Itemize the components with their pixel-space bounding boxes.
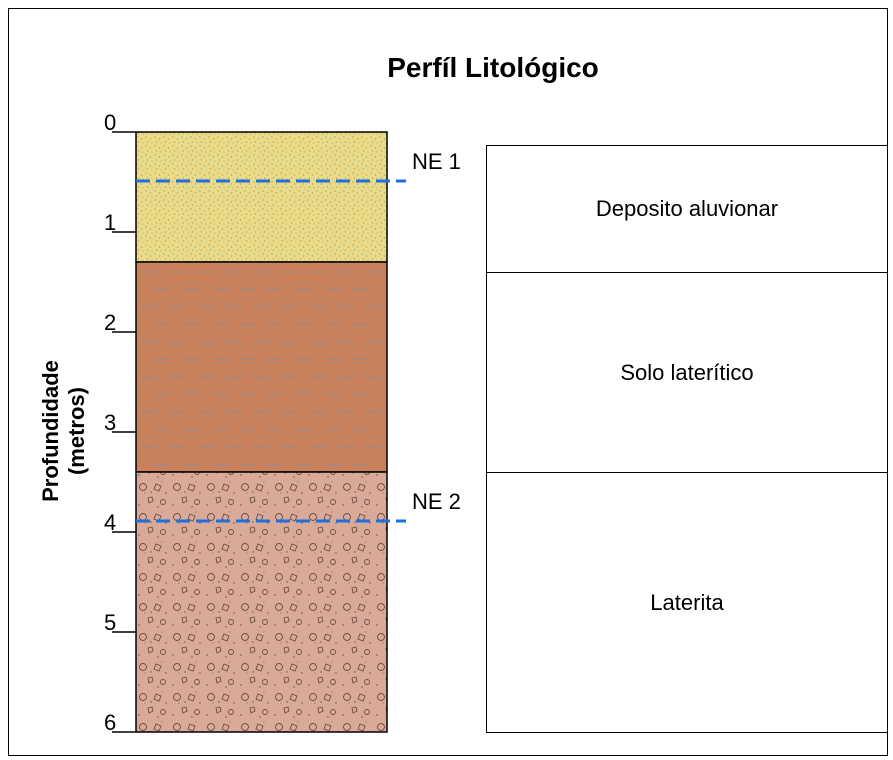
depth-tick-label: 5	[104, 610, 117, 635]
layer-1-fill	[135, 131, 388, 263]
layer-2-fill	[135, 261, 388, 473]
depth-tick-label: 6	[104, 710, 117, 735]
figure-title: Perfíl Litológico	[387, 52, 599, 83]
water-level-label-2: NE 2	[412, 489, 461, 514]
legend-cell-2: Solo laterítico	[486, 272, 888, 473]
depth-tick-label: 0	[104, 110, 117, 135]
legend-cell-3: Laterita	[486, 472, 888, 733]
depth-tick-label: 1	[104, 210, 117, 235]
legend-cell-1: Deposito aluvionar	[486, 145, 888, 273]
depth-tick-label: 4	[104, 510, 117, 535]
water-level-label-1: NE 1	[412, 149, 461, 174]
depth-tick-label: 2	[104, 310, 117, 335]
depth-tick-label: 3	[104, 410, 117, 435]
layer-3-fill	[135, 471, 388, 733]
